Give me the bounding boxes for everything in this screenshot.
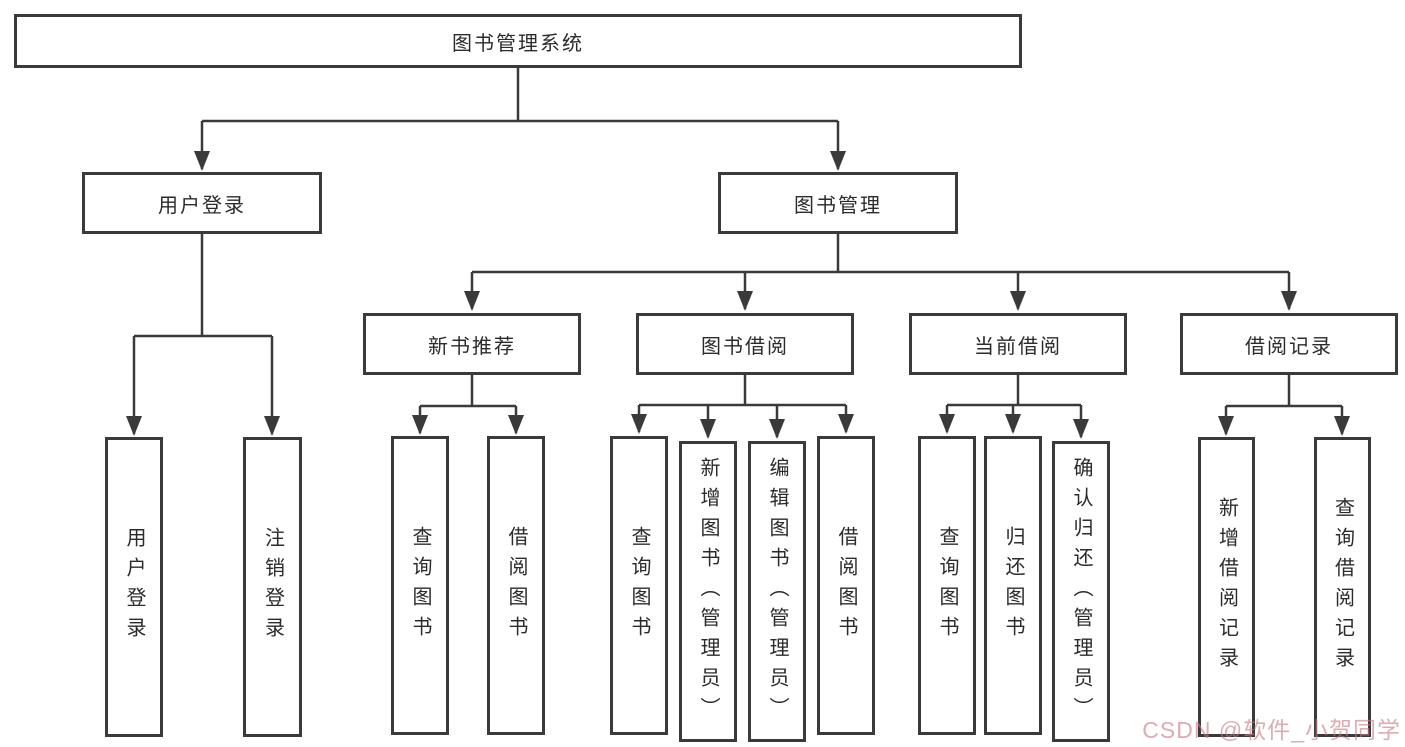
- leaf-borrow-books: 借阅图书: [817, 436, 875, 735]
- connector-borrow-record: [1218, 375, 1350, 436]
- node-user-login: 用户登录: [82, 172, 322, 234]
- leaf-current-query-books-label: 查询图书: [936, 525, 958, 646]
- leaf-add-books-admin-label: 新增图书（管理员）: [697, 456, 719, 727]
- node-new-book-recommend: 新书推荐: [363, 313, 581, 375]
- leaf-borrow-books-label: 借阅图书: [835, 525, 857, 646]
- node-library-management-system: 图书管理系统: [14, 14, 1022, 68]
- leaf-newbook-borrow-books-label: 借阅图书: [505, 525, 527, 646]
- leaf-newbook-query-books-label: 查询图书: [409, 525, 431, 646]
- leaf-newbook-borrow-books: 借阅图书: [487, 436, 545, 735]
- leaf-user-login: 用户登录: [105, 437, 163, 737]
- leaf-edit-books-admin-label: 编辑图书（管理员）: [766, 456, 788, 727]
- leaf-query-borrow-record: 查询借阅记录: [1314, 437, 1371, 737]
- csdn-watermark: CSDN @软件_小贺同学: [1142, 717, 1401, 743]
- leaf-confirm-return-admin: 确认归还（管理员）: [1052, 441, 1110, 742]
- leaf-query-borrow-record-label: 查询借阅记录: [1331, 497, 1354, 677]
- leaf-newbook-query-books: 查询图书: [391, 436, 449, 735]
- connector-book-management: [464, 234, 1297, 311]
- leaf-edit-books-admin: 编辑图书（管理员）: [748, 441, 806, 742]
- connector-book-borrow: [631, 375, 854, 439]
- leaf-return-books: 归还图书: [984, 436, 1042, 735]
- leaf-current-query-books: 查询图书: [918, 436, 976, 735]
- leaf-add-books-admin: 新增图书（管理员）: [679, 441, 737, 742]
- leaf-return-books-label: 归还图书: [1002, 525, 1024, 646]
- node-current-borrowing: 当前借阅: [909, 313, 1127, 375]
- leaf-logout: 注销登录: [243, 437, 302, 737]
- leaf-borrow-query-books: 查询图书: [610, 436, 668, 735]
- leaf-add-borrow-record: 新增借阅记录: [1198, 437, 1255, 737]
- connector-root: [194, 68, 846, 171]
- connector-new-book: [412, 375, 524, 435]
- connector-current-borrow: [939, 375, 1089, 439]
- leaf-add-borrow-record-label: 新增借阅记录: [1215, 497, 1238, 677]
- leaf-confirm-return-admin-label: 确认归还（管理员）: [1070, 456, 1092, 727]
- leaf-borrow-query-books-label: 查询图书: [628, 525, 650, 646]
- leaf-logout-label: 注销登录: [261, 527, 284, 647]
- leaf-user-login-label: 用户登录: [123, 527, 145, 647]
- node-borrowing-records: 借阅记录: [1180, 313, 1398, 375]
- node-book-borrowing: 图书借阅: [636, 313, 854, 375]
- node-book-management: 图书管理: [718, 172, 958, 234]
- connector-user-login: [126, 234, 280, 436]
